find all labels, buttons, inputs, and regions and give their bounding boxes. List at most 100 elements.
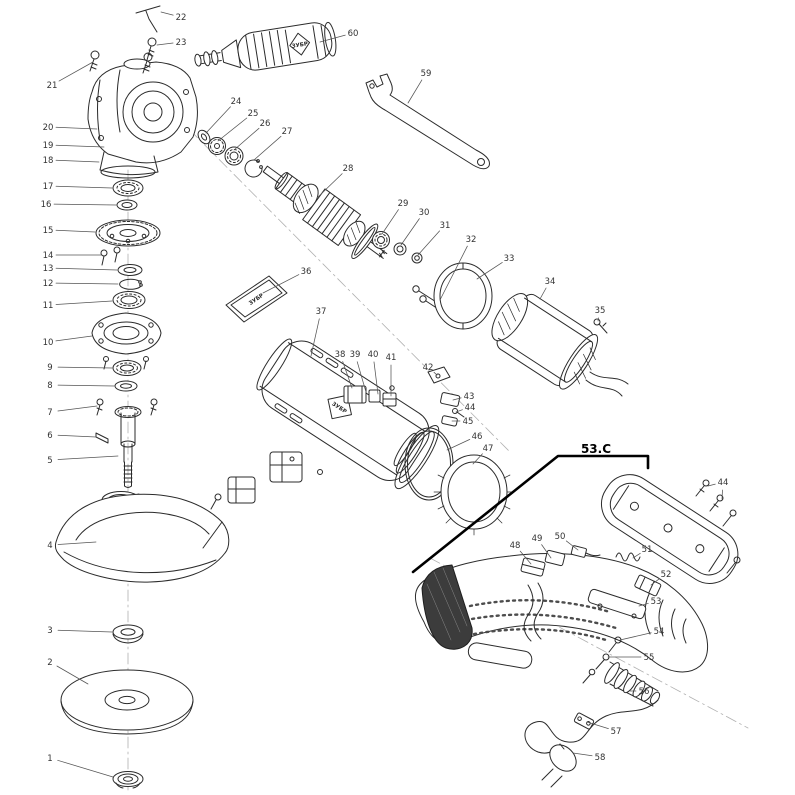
armature-28-drawing xyxy=(262,165,388,260)
ring-16-drawing xyxy=(116,199,138,211)
rear-body-drawing xyxy=(415,553,708,673)
leader-line-31 xyxy=(417,230,440,256)
spanner-wrench-drawing xyxy=(365,73,490,170)
part-label-38: 38 xyxy=(335,350,346,360)
leader-line-53 xyxy=(638,602,649,607)
washer-30-drawing xyxy=(393,242,407,256)
part-label-47: 47 xyxy=(483,444,494,454)
leader-line-27 xyxy=(253,135,282,161)
leader-line-36 xyxy=(262,274,300,294)
switch-parts-38-41-drawing xyxy=(343,385,397,407)
part-label-57: 57 xyxy=(611,727,622,737)
rear-cover-drawing xyxy=(600,474,739,584)
part-label-4: 4 xyxy=(47,541,52,551)
part-label-40: 40 xyxy=(368,350,379,360)
callout-layer: 1234567891011121314151617181920212223605… xyxy=(41,11,728,778)
cord-clamp-57-drawing xyxy=(573,712,595,730)
part-label-5: 5 xyxy=(47,456,52,466)
part-label-53: 53 xyxy=(651,597,662,607)
power-cord-58-drawing xyxy=(524,699,659,788)
part-label-31: 31 xyxy=(440,221,451,231)
leader-line-47 xyxy=(472,453,483,465)
part-label-60: 60 xyxy=(348,29,359,39)
bearing-flange-10-drawing xyxy=(91,312,162,370)
rear-cap-drawing xyxy=(421,564,473,650)
leader-line-3 xyxy=(57,629,113,633)
part-label-21: 21 xyxy=(47,81,58,91)
leader-line-46 xyxy=(446,439,471,451)
screws-14-drawing xyxy=(100,246,121,266)
leader-line-57 xyxy=(586,721,609,729)
leader-line-49 xyxy=(541,544,552,559)
screws-7-drawing xyxy=(96,398,158,416)
part-label-6: 6 xyxy=(47,431,52,441)
leader-line-59 xyxy=(407,79,423,104)
plate-53-drawing xyxy=(587,588,647,620)
part-label-52: 52 xyxy=(661,570,672,580)
spring-51-drawing xyxy=(615,552,641,562)
trigger-drawing xyxy=(467,642,533,669)
stator-34-drawing xyxy=(491,293,599,390)
internal-wires-drawing xyxy=(523,582,544,642)
part-label-51: 51 xyxy=(642,545,653,555)
leader-line-38 xyxy=(342,361,353,389)
flange-3-drawing xyxy=(112,624,144,644)
part-label-33: 33 xyxy=(504,254,515,264)
part-label-48: 48 xyxy=(510,541,521,551)
leader-line-21 xyxy=(58,61,94,82)
leader-line-4 xyxy=(57,541,97,545)
part-label-41: 41 xyxy=(386,353,397,363)
leader-line-6 xyxy=(57,434,97,438)
part-label-16: 16 xyxy=(41,200,52,210)
part-label-20: 20 xyxy=(43,123,54,133)
part-label-55: 55 xyxy=(644,653,655,663)
leader-line-44 xyxy=(707,483,716,487)
part-label-39: 39 xyxy=(350,350,361,360)
gear-housing-drawing xyxy=(87,58,198,179)
part-label-43: 43 xyxy=(464,392,475,402)
part-label-25: 25 xyxy=(248,109,259,119)
leader-line-11 xyxy=(55,300,113,305)
grommet-56-drawing xyxy=(604,661,661,707)
part-49-drawing xyxy=(544,549,566,567)
leader-line-8 xyxy=(57,384,115,387)
bearing-17-drawing xyxy=(112,179,144,197)
leader-line-51 xyxy=(632,552,641,559)
part-label-3: 3 xyxy=(47,626,52,636)
part-label-7: 7 xyxy=(47,408,52,418)
t-key-drawing xyxy=(135,5,161,33)
brand-plate-36-drawing: ЗУБР xyxy=(225,275,288,323)
leader-line-24 xyxy=(205,106,231,134)
leader-line-17 xyxy=(55,185,113,189)
leader-line-60 xyxy=(319,34,346,43)
sleeve-31-drawing xyxy=(411,252,423,264)
leader-line-32 xyxy=(439,245,468,301)
leader-line-18 xyxy=(55,159,100,163)
part-label-32: 32 xyxy=(466,235,477,245)
leader-line-42 xyxy=(433,371,438,376)
leader-line-28 xyxy=(317,173,343,198)
part-label-24: 24 xyxy=(231,97,242,107)
leader-line-50 xyxy=(565,540,579,551)
part-50-drawing xyxy=(570,545,601,558)
pinion-25-drawing xyxy=(208,137,226,155)
leader-line-23 xyxy=(156,42,174,46)
leader-line-44 xyxy=(721,489,723,500)
switch-blocks-drawing xyxy=(210,451,323,510)
part-label-8: 8 xyxy=(47,381,52,391)
housing-screws-drawing xyxy=(89,50,153,74)
stator-wires-drawing xyxy=(585,371,629,397)
leader-line-35 xyxy=(597,317,599,322)
part-label-59: 59 xyxy=(421,69,432,79)
leader-line-58 xyxy=(572,752,593,757)
leader-line-19 xyxy=(55,144,105,148)
part-label-17: 17 xyxy=(43,182,54,192)
leader-line-7 xyxy=(57,405,98,412)
leader-line-39 xyxy=(356,361,367,393)
leader-line-5 xyxy=(57,455,119,460)
part-label-19: 19 xyxy=(43,141,54,151)
leader-line-37 xyxy=(310,318,320,357)
part-label-35: 35 xyxy=(595,306,606,316)
baffle-ring-33-drawing xyxy=(433,262,493,330)
